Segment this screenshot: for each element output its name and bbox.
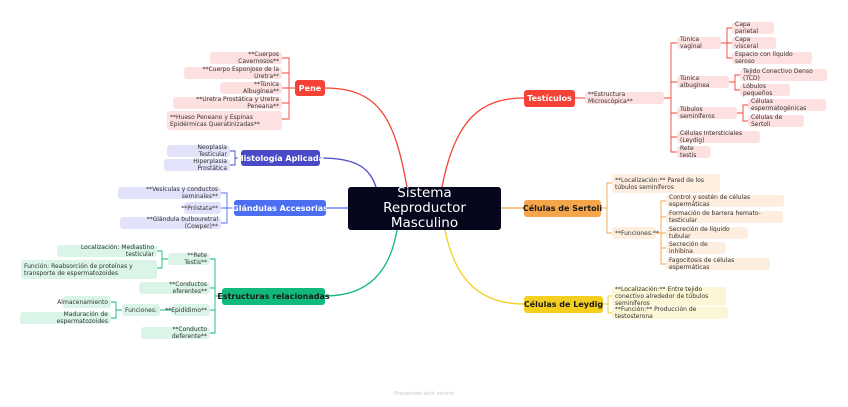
rete-testis-item[interactable]: Localización: Mediastino testicular — [57, 244, 157, 258]
tunica-vaginal-item[interactable]: Espacio con líquido seroso — [732, 51, 812, 65]
connector-root-leydig — [444, 229, 525, 305]
sertoli-localizacion[interactable]: **Localización:** Pared de los túbulos s… — [612, 174, 720, 193]
tubulos-node[interactable]: Túbulos seminíferos — [677, 106, 737, 120]
tunica-albuginea-node[interactable]: Túnica albugínea — [677, 75, 729, 89]
tunica-albuginea-item[interactable]: Tejido Conectivo Denso (TCD) — [740, 68, 827, 82]
tunica-vaginal-node[interactable]: Túnica vaginal — [677, 36, 721, 50]
glandulas-item[interactable]: **Glándula bulbouretral (Cowper)** — [120, 216, 221, 230]
sertoli-funcion-item[interactable]: Secreción de inhibina — [666, 241, 726, 255]
connectors-histologia — [229, 150, 242, 166]
pene-item[interactable]: **Cuerpo Esponjoso de la Uretra** — [184, 66, 282, 80]
branch-estructuras[interactable]: Estructuras relacionadas — [217, 288, 330, 305]
tunica-vaginal-item[interactable]: Capa visceral — [732, 36, 776, 50]
epididimo-funcion-item[interactable]: Maduración de espermatozoides — [20, 311, 111, 325]
connectors-estructuras — [110, 250, 223, 334]
tubulos-item[interactable]: Células espermatogénicas — [748, 98, 826, 112]
epididimo-funciones-node[interactable]: Funciones: — [122, 304, 160, 316]
sertoli-funcion-item[interactable]: Formación de barrera hemato-testicular — [666, 210, 783, 224]
connector-root-estructuras — [324, 229, 398, 297]
glandulas-item[interactable]: **Vesículas y conductos seminales** — [118, 186, 221, 200]
conductos-eferentes-node[interactable]: **Conductos eferentes** — [139, 281, 210, 295]
rete-testis-item[interactable]: Función: Reabsorción de proteínas y tran… — [21, 260, 157, 279]
glandulas-item[interactable]: **Próstata** — [181, 202, 221, 214]
branch-histologia[interactable]: Histología Aplicada — [237, 150, 324, 166]
leydig-localizacion[interactable]: **Localización:** Entre tejido conectivo… — [612, 286, 726, 307]
epididimo-node[interactable]: **Epidídimo** — [165, 304, 210, 316]
leydig-funcion[interactable]: **Función:** Producción de testosterona — [612, 306, 728, 320]
pene-item[interactable]: **Cuerpos Cavernosos** — [210, 51, 282, 65]
sertoli-funcion-item[interactable]: Fagocitosis de células espermáticas — [666, 257, 770, 271]
branch-pene[interactable]: Pene — [295, 80, 325, 96]
branch-sertoli[interactable]: Células de Sertoli — [523, 200, 602, 217]
sertoli-funcion-item[interactable]: Control y sostén de células espermáticas — [666, 194, 784, 208]
tunica-albuginea-item[interactable]: Lóbulos pequeños — [740, 83, 790, 97]
pene-item[interactable]: **Uretra Prostática y Uretra Peneana** — [173, 96, 282, 110]
connector-root-testiculos — [441, 97, 525, 188]
connectors-pene — [281, 57, 296, 120]
branch-leydig[interactable]: Células de Leydig — [524, 296, 603, 313]
branch-pene-label: Pene — [298, 83, 322, 93]
epididimo-funcion-item[interactable]: Almacenamiento — [57, 296, 111, 308]
estructura-microscopica-node[interactable]: **Estructura Microscópica** — [585, 91, 664, 105]
branch-testiculos[interactable]: Testículos — [524, 90, 575, 107]
root-title: Sistema Reproductor Masculino — [383, 185, 466, 231]
sertoli-funciones-node[interactable]: **Funciones:** — [612, 227, 659, 239]
pene-item[interactable]: **Hueso Peneano y Espinas Epidérmicas Qu… — [167, 111, 282, 130]
footer-credit: Presented with xmind — [394, 391, 454, 397]
branch-glandulas[interactable]: Glándulas Accesorias — [232, 200, 328, 216]
pene-item[interactable]: **Túnica Albugínea** — [220, 81, 282, 95]
conducto-deferente-node[interactable]: **Conducto deferente** — [141, 326, 210, 340]
connectors-leydig — [602, 295, 613, 314]
rete-testis-leaf[interactable]: Rete testis — [677, 145, 711, 159]
histologia-item[interactable]: Hiperplasia Prostática — [164, 158, 230, 172]
connectors-sertoli — [600, 182, 667, 265]
root-node[interactable]: Sistema Reproductor Masculino — [348, 185, 501, 231]
rete-testis-node[interactable]: **Rete Testis** — [168, 252, 210, 266]
connectors-testiculos — [574, 27, 749, 153]
tubulos-item[interactable]: Células de Sertoli — [748, 114, 804, 128]
connector-root-pene — [324, 87, 408, 188]
connector-root-histologia — [319, 157, 377, 188]
celulas-intersticiales-node[interactable]: Células Intersticiales (Leydig) — [677, 130, 760, 144]
sertoli-funcion-item[interactable]: Secreción de líquido tubular — [666, 226, 748, 240]
connectors-glandulas — [220, 192, 235, 224]
tunica-vaginal-item[interactable]: Capa parietal — [732, 21, 774, 35]
histologia-item[interactable]: Neoplasia Testicular — [167, 144, 230, 158]
